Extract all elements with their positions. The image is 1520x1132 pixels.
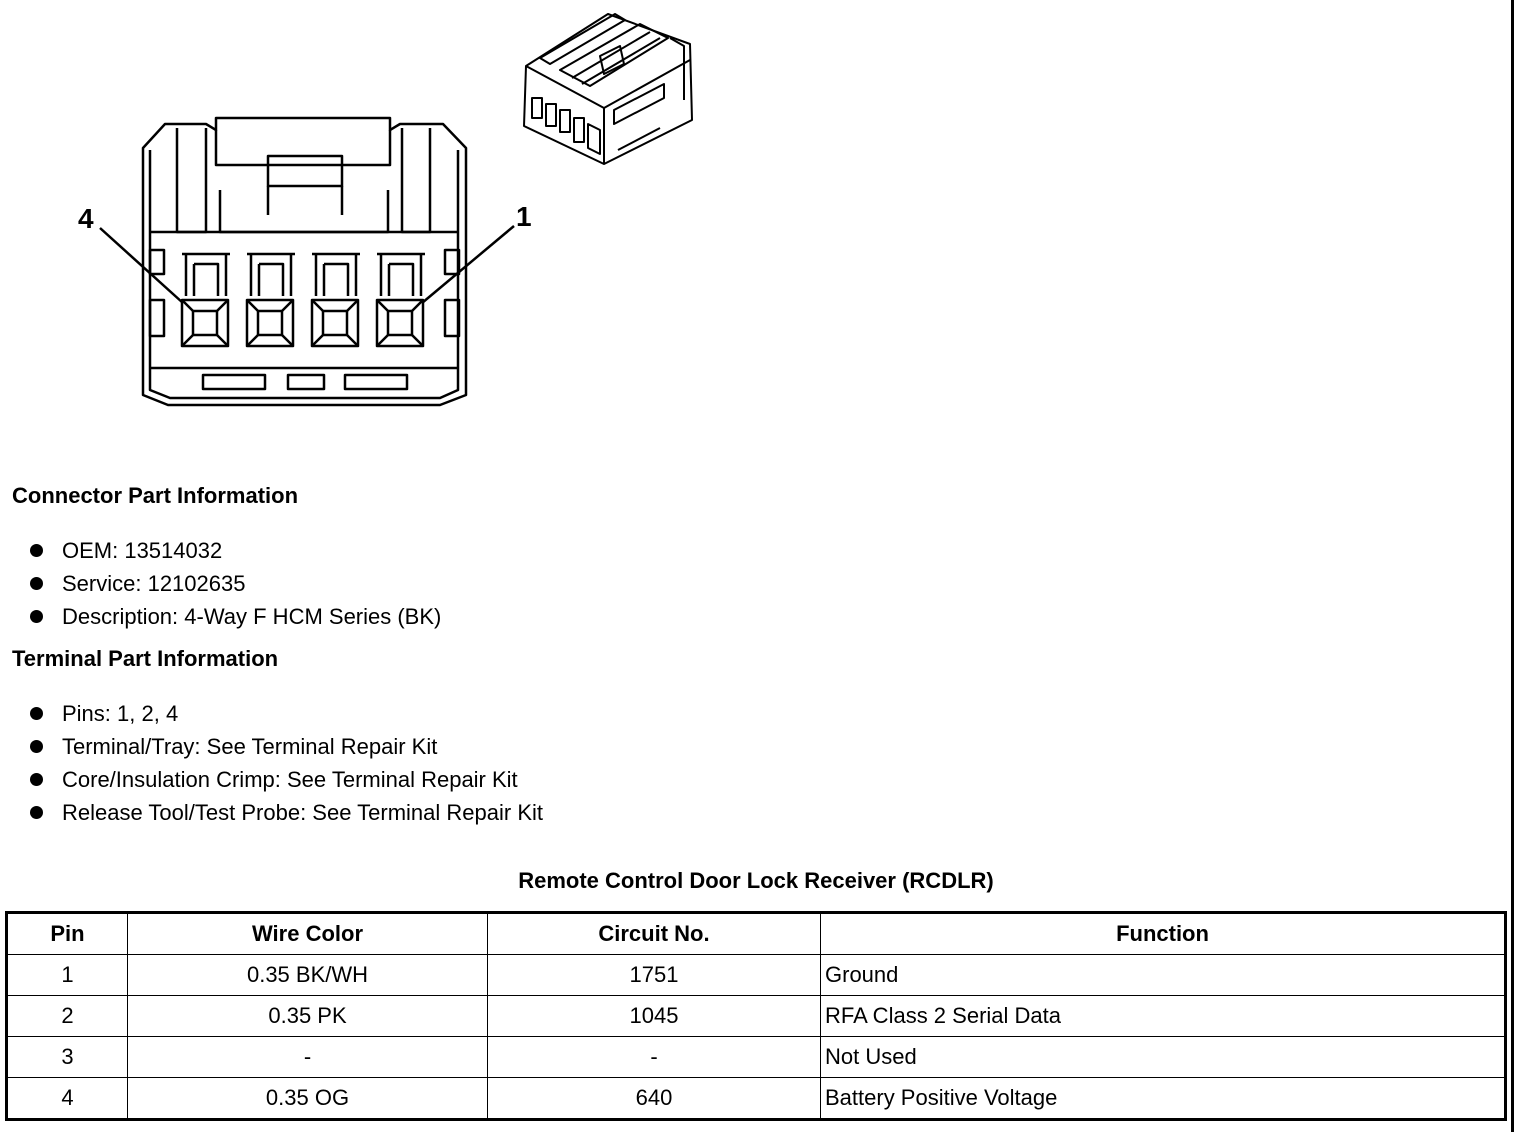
cell-pin: 1 xyxy=(6,954,128,996)
leader-line-pin-4 xyxy=(99,227,184,304)
list-item: Service: 12102635 xyxy=(28,567,441,600)
cell-pin: 2 xyxy=(6,995,128,1037)
terminal-part-info-list: Pins: 1, 2, 4 Terminal/Tray: See Termina… xyxy=(28,697,543,829)
list-item: Release Tool/Test Probe: See Terminal Re… xyxy=(28,796,543,829)
connector-part-info-title: Connector Part Information xyxy=(12,483,299,508)
header-function: Function xyxy=(820,912,1506,955)
page-border-line xyxy=(1511,0,1514,1132)
cell-wire-color: 0.35 PK xyxy=(127,995,488,1037)
table-row: 2 0.35 PK 1045 RFA Class 2 Serial Data xyxy=(6,995,1506,1037)
terminal-cavities xyxy=(180,298,425,348)
bullet-icon xyxy=(30,544,43,557)
header-wire-color: Wire Color xyxy=(127,912,488,955)
bullet-icon xyxy=(30,806,43,819)
header-pin: Pin xyxy=(6,912,128,955)
pin-label-1: 1 xyxy=(516,201,532,232)
list-item: Core/Insulation Crimp: See Terminal Repa… xyxy=(28,763,543,796)
connector-part-info-list: OEM: 13514032 Service: 12102635 Descript… xyxy=(28,534,441,633)
table-title: Remote Control Door Lock Receiver (RCDLR… xyxy=(518,868,994,893)
bullet-icon xyxy=(30,773,43,786)
pinout-table: Pin Wire Color Circuit No. Function 1 0.… xyxy=(5,911,1507,1121)
cell-function: Battery Positive Voltage xyxy=(820,1077,1506,1120)
table-header-row: Pin Wire Color Circuit No. Function xyxy=(6,912,1506,955)
connector-diagram: 4 1 xyxy=(78,13,693,407)
terminal-latches xyxy=(182,252,425,296)
bullet-icon xyxy=(30,740,43,753)
table-row: 4 0.35 OG 640 Battery Positive Voltage xyxy=(6,1077,1506,1120)
list-item: Pins: 1, 2, 4 xyxy=(28,697,543,730)
connector-housing xyxy=(141,116,468,407)
table-row: 1 0.35 BK/WH 1751 Ground xyxy=(6,954,1506,996)
cell-wire-color: 0.35 BK/WH xyxy=(127,954,488,996)
cell-circuit-no: 1751 xyxy=(487,954,821,996)
connector-isometric-view xyxy=(523,13,693,165)
list-item: Terminal/Tray: See Terminal Repair Kit xyxy=(28,730,543,763)
bullet-icon xyxy=(30,577,43,590)
pin-label-4: 4 xyxy=(78,203,94,234)
bullet-icon xyxy=(30,610,43,623)
header-circuit-no: Circuit No. xyxy=(487,912,821,955)
leader-line-pin-1 xyxy=(421,225,515,304)
cell-function: Ground xyxy=(820,954,1506,996)
cell-circuit-no: 640 xyxy=(487,1077,821,1120)
list-item: Description: 4-Way F HCM Series (BK) xyxy=(28,600,441,633)
cell-circuit-no: 1045 xyxy=(487,995,821,1037)
terminal-part-info-title: Terminal Part Information xyxy=(12,646,279,671)
table-row: 3 - - Not Used xyxy=(6,1036,1506,1078)
list-item: OEM: 13514032 xyxy=(28,534,441,567)
cell-wire-color: 0.35 OG xyxy=(127,1077,488,1120)
cell-circuit-no: - xyxy=(487,1036,821,1078)
cell-function: RFA Class 2 Serial Data xyxy=(820,995,1506,1037)
cell-pin: 3 xyxy=(6,1036,128,1078)
cell-pin: 4 xyxy=(6,1077,128,1120)
cell-function: Not Used xyxy=(820,1036,1506,1078)
bullet-icon xyxy=(30,707,43,720)
cell-wire-color: - xyxy=(127,1036,488,1078)
